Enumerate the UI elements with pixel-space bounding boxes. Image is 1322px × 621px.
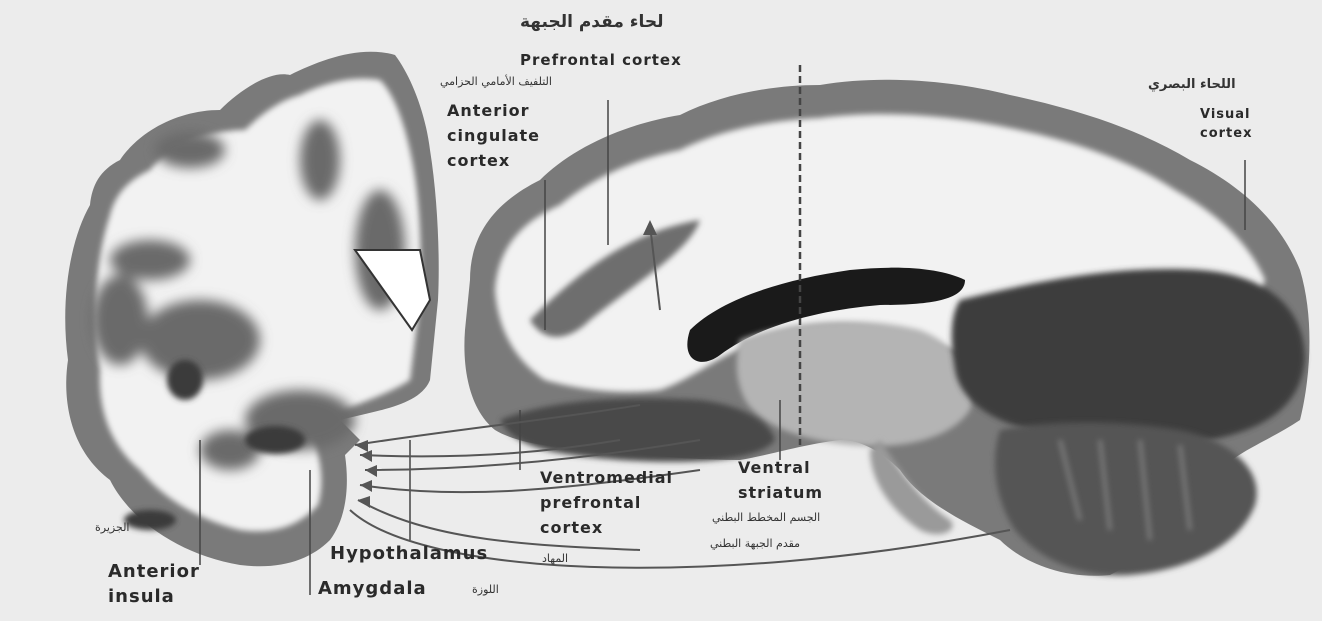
anterior-cingulate-label-line1: Anterior [447, 103, 530, 120]
visual-cortex-arabic-label: اللحاء البصري [1148, 78, 1236, 92]
insula-arabic-label: الجزيرة [95, 522, 129, 534]
anterior-cingulate-label-line3: cortex [447, 153, 510, 170]
visual-cortex-label-line2: cortex [1200, 127, 1252, 141]
amygdala-arabic-label: اللوزة [472, 584, 499, 596]
ventral-striatum-label-line1: Ventral [738, 460, 811, 477]
vmpfc-label-line1: Ventromedial [540, 470, 673, 487]
coronal-section [65, 52, 438, 567]
anterior-cingulate-arabic-label: التلفيف الأمامي الحزامي [440, 76, 552, 88]
ventral-striatum-arabic-label: الجسم المخطط البطني [712, 512, 820, 524]
hypothalamus-arabic-label: المهاد [542, 553, 568, 565]
occipital-dark-region [952, 269, 1305, 444]
prefrontal-cortex-label: Prefrontal cortex [520, 53, 682, 69]
hypothalamus-label: Hypothalamus [330, 545, 488, 564]
vmpfc-label-line2: prefrontal [540, 495, 641, 512]
orbitofrontal-region [500, 398, 775, 462]
anterior-insula-label-line1: Anterior [108, 563, 200, 582]
vmpfc-label-line3: cortex [540, 520, 603, 537]
amygdala-label: Amygdala [318, 580, 427, 599]
prefrontal-cortex-arabic-label: لحاء مقدم الجبهة [520, 14, 664, 32]
ventral-striatum-label-line2: striatum [738, 485, 823, 502]
visual-cortex-label-line1: Visual [1200, 108, 1251, 122]
anterior-cingulate-label-line2: cingulate [447, 128, 540, 145]
anterior-insula-label-line2: insula [108, 588, 175, 607]
vmpfc-arabic-label: مقدم الجبهة البطني [710, 538, 800, 550]
